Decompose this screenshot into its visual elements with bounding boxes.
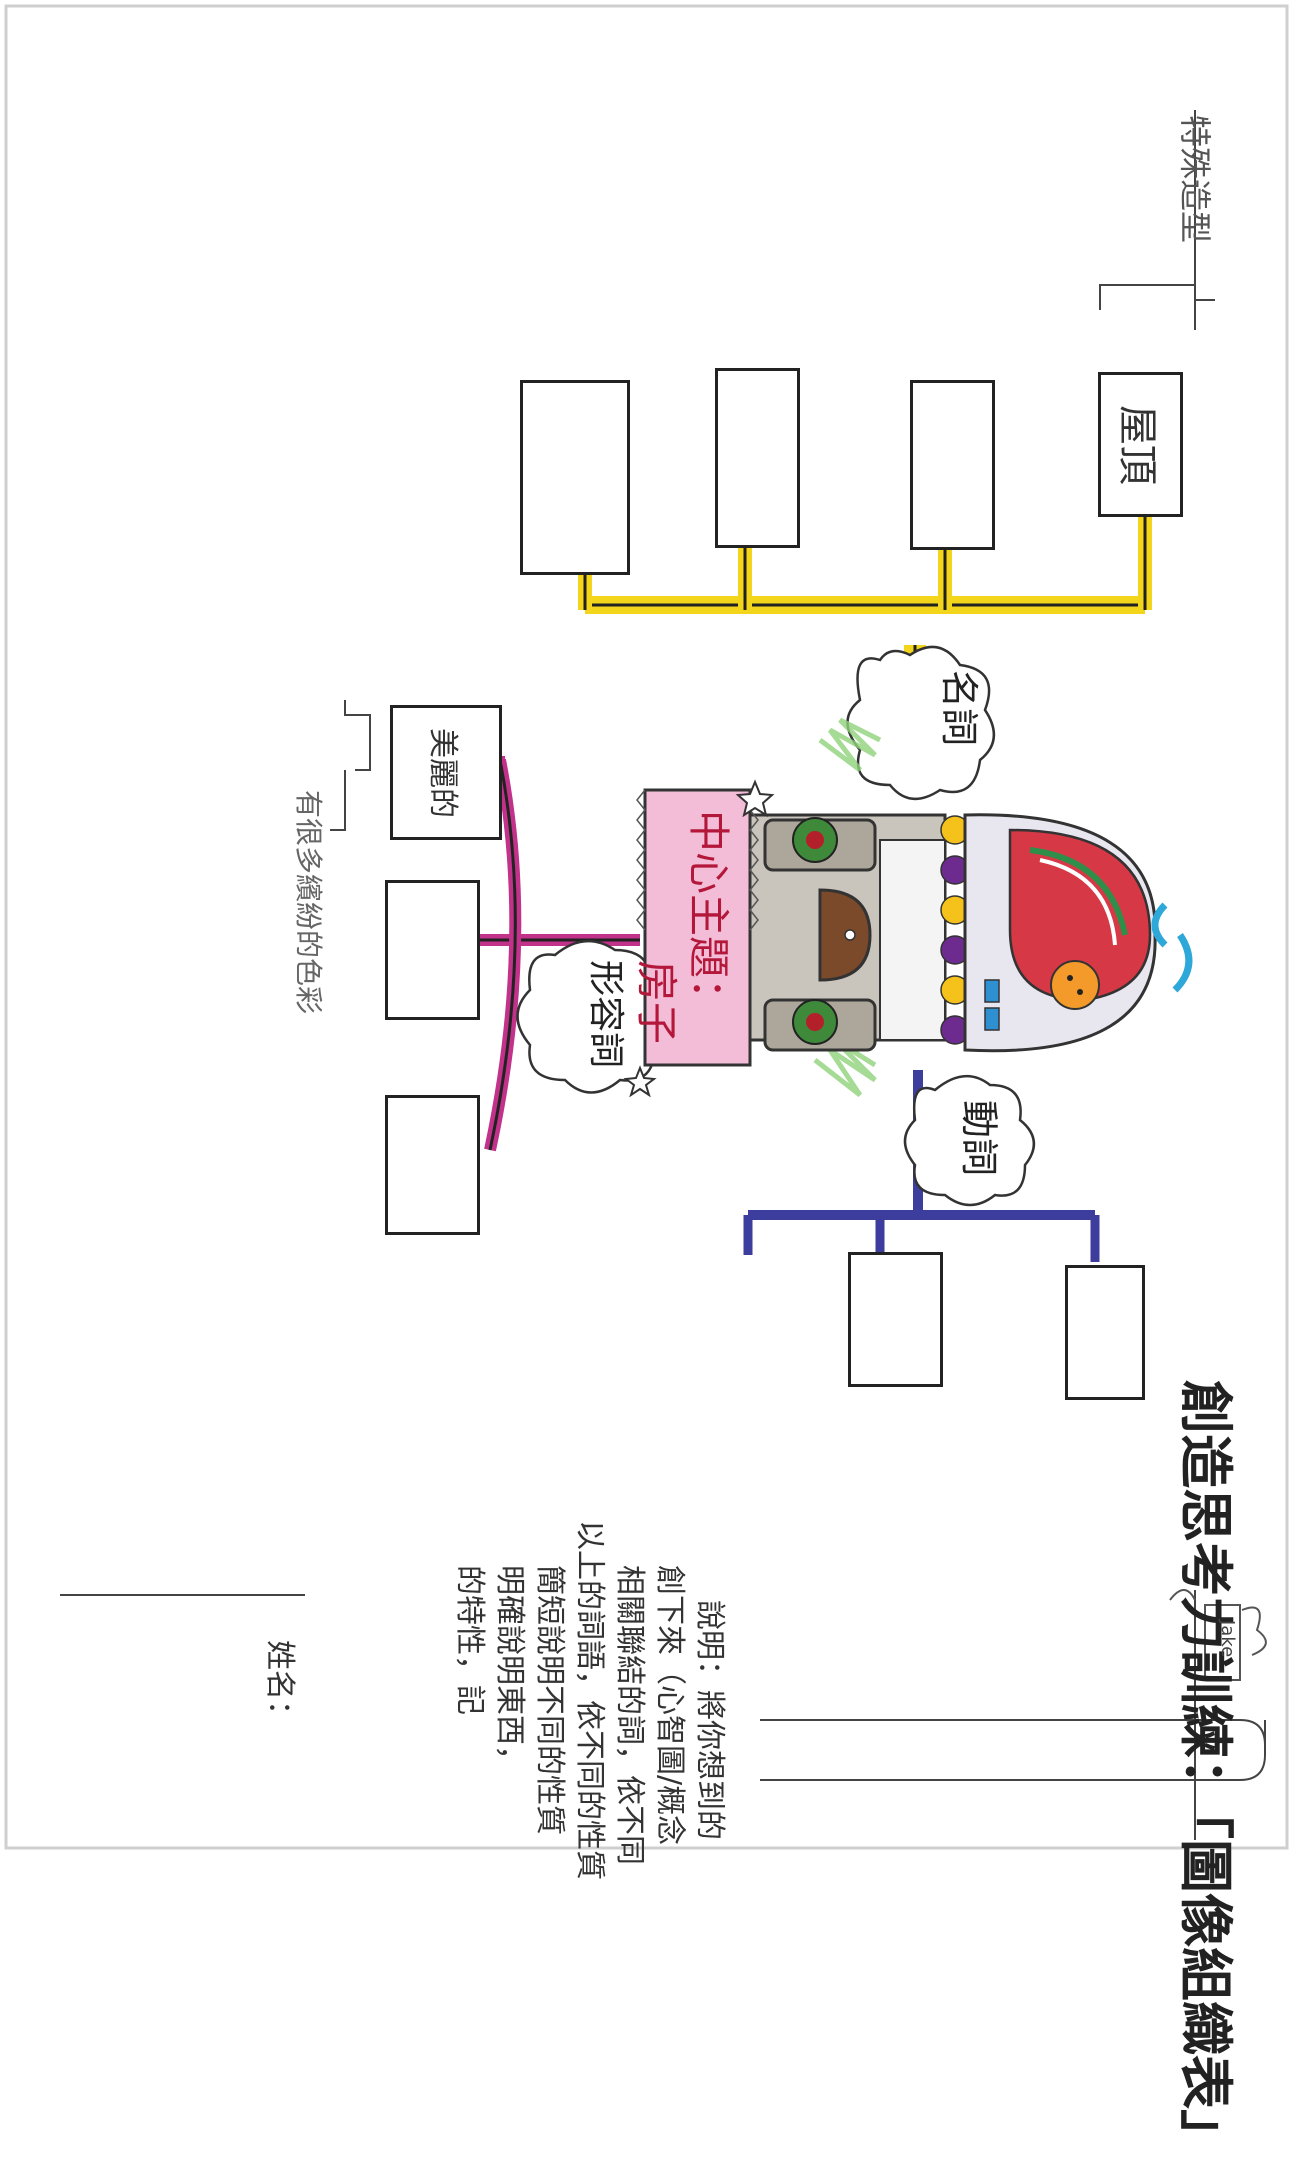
instruction-line-1: 說明：將你想到的 [692,1600,727,1840]
adjective-box-1-label: 美麗的 [425,727,460,818]
instruction-line-3: 相關聯結的詞，依不同 [612,1565,647,1865]
adjective-box-2 [385,880,480,1020]
adjective-box-1: 美麗的 [390,705,502,840]
stamp-decoration [1169,1589,1267,1681]
noun-cloud [846,645,995,800]
stamp-text: Jake [1217,1620,1238,1658]
instruction-line-4: 以上的詞語，依不同的性質 [572,1520,607,1880]
center-topic-line1: 中心主題： [684,810,733,1021]
adjective-box-3 [385,1095,480,1235]
adjective-cloud [516,939,666,1094]
verb-cloud-label: 動詞 [957,1100,1001,1177]
noun-box-1 [520,380,630,575]
instruction-line-5: 簡短說明不同的性質 [532,1565,567,1835]
verb-cloud [903,1074,1035,1207]
verb-box-2 [1065,1265,1145,1400]
adjective-note: 有很多繽紛的色彩 [292,790,325,1015]
name-label: 姓名： [262,1640,297,1730]
noun-box-4: 屋頂 [1098,372,1183,517]
noun-box-3 [910,380,995,550]
margin-note-special-shape: 特殊造型 [1176,115,1214,244]
center-topic-line2: 房子 [632,960,681,1045]
noun-box-2 [715,368,800,548]
margin-brackets [60,110,1266,1840]
center-topic-banner [623,779,775,1098]
instruction-line-2: 創下來（心智圖/概念 [652,1565,687,1846]
noun-box-4-label: 屋頂 [1113,404,1160,485]
adjective-branch [475,756,640,1152]
worksheet-title: 創造思考力訓練：「圖像組織表」 [1174,1380,1237,2163]
noun-cloud-label: 名詞 [937,670,981,747]
instruction-line-7: 的特性，記 [452,1565,487,1715]
verb-box-1 [848,1252,943,1387]
instruction-line-6: 明確說明東西， [492,1565,527,1775]
adjective-cloud-label: 形容詞 [585,960,626,1069]
worksheet-canvas [4,4,1289,1850]
